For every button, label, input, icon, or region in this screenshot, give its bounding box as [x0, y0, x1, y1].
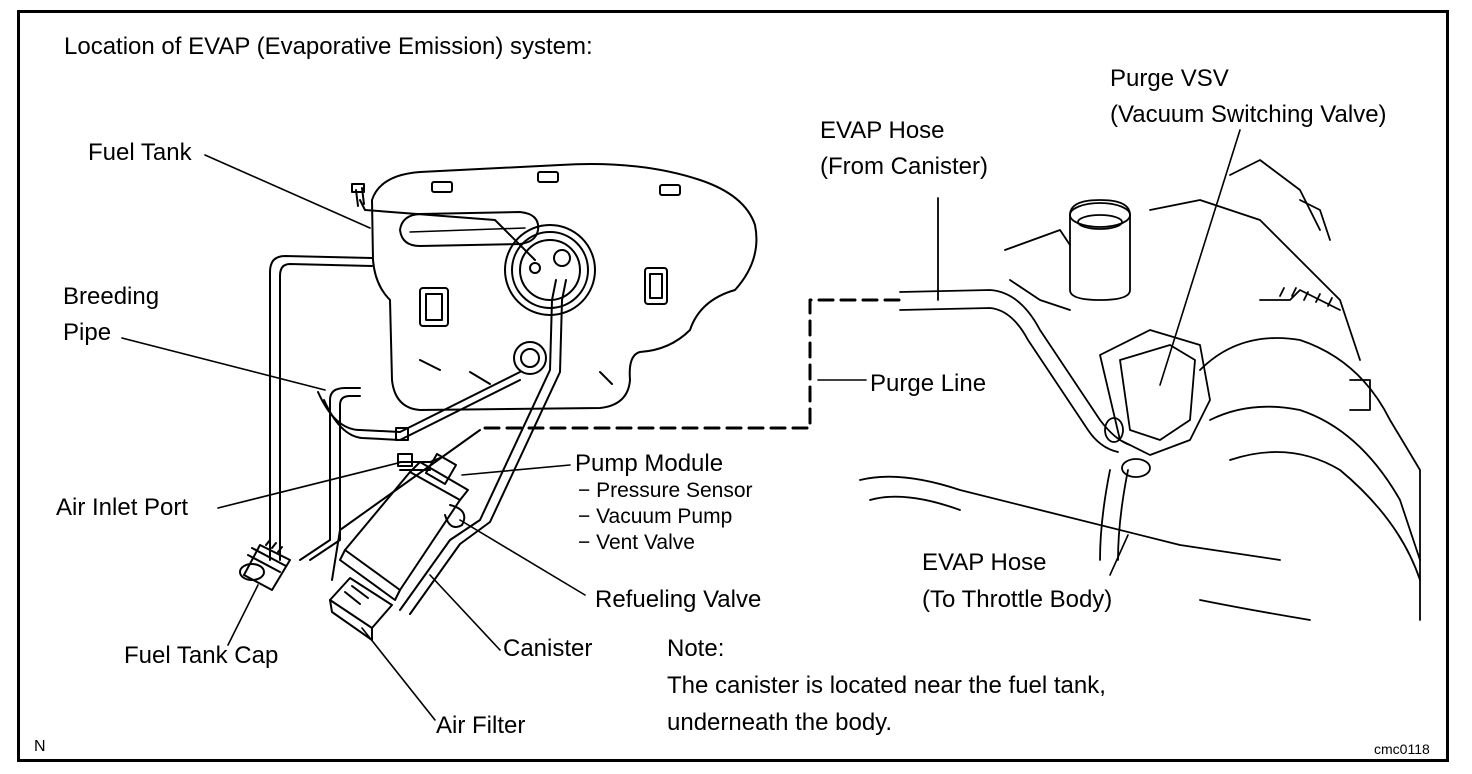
label-refueling-valve: Refueling Valve — [595, 586, 762, 613]
label-canister: Canister — [503, 635, 593, 662]
label-fuel-tank: Fuel Tank — [88, 139, 192, 166]
label-breeding-pipe-line2: Pipe — [63, 319, 112, 346]
leader-lines — [121, 129, 1241, 721]
pump-module-item: − Pressure Sensor — [578, 479, 753, 502]
label-evap-hose-to-line2: (To Throttle Body) — [922, 586, 1113, 613]
fuel-tank-drawing — [371, 163, 758, 411]
engine-bay-drawing — [859, 159, 1421, 621]
label-purge-line: Purge Line — [870, 370, 987, 397]
label-pump-module: Pump Module — [575, 450, 724, 477]
label-breeding-pipe-line1: Breeding — [63, 283, 160, 310]
purge-line-dashed — [483, 298, 902, 430]
note-heading: Note: — [667, 635, 725, 662]
label-air-filter: Air Filter — [436, 712, 526, 739]
note-line-2: underneath the body. — [667, 709, 893, 736]
label-fuel-tank-cap: Fuel Tank Cap — [124, 642, 279, 669]
corner-mark-left: N — [34, 738, 46, 755]
label-air-inlet-port: Air Inlet Port — [56, 494, 189, 521]
diagram-frame — [17, 10, 1449, 762]
diagram-title: Location of EVAP (Evaporative Emission) … — [64, 33, 593, 60]
label-purge-vsv-line1: Purge VSV — [1110, 65, 1229, 92]
canister-drawing — [329, 279, 567, 641]
note-line-1: The canister is located near the fuel ta… — [667, 672, 1106, 699]
figure-code: cmc0118 — [1374, 741, 1430, 757]
label-evap-hose-from-line2: (From Canister) — [820, 153, 989, 180]
fuel-tank-cap-drawing — [239, 539, 291, 591]
label-evap-hose-from-line1: EVAP Hose — [820, 117, 945, 144]
label-evap-hose-to-line1: EVAP Hose — [922, 549, 1047, 576]
pump-module-item: − Vacuum Pump — [578, 505, 733, 528]
breeding-pipe-drawing — [269, 183, 536, 561]
label-purge-vsv-line2: (Vacuum Switching Valve) — [1110, 101, 1387, 128]
pump-module-item: − Vent Valve — [578, 531, 695, 554]
